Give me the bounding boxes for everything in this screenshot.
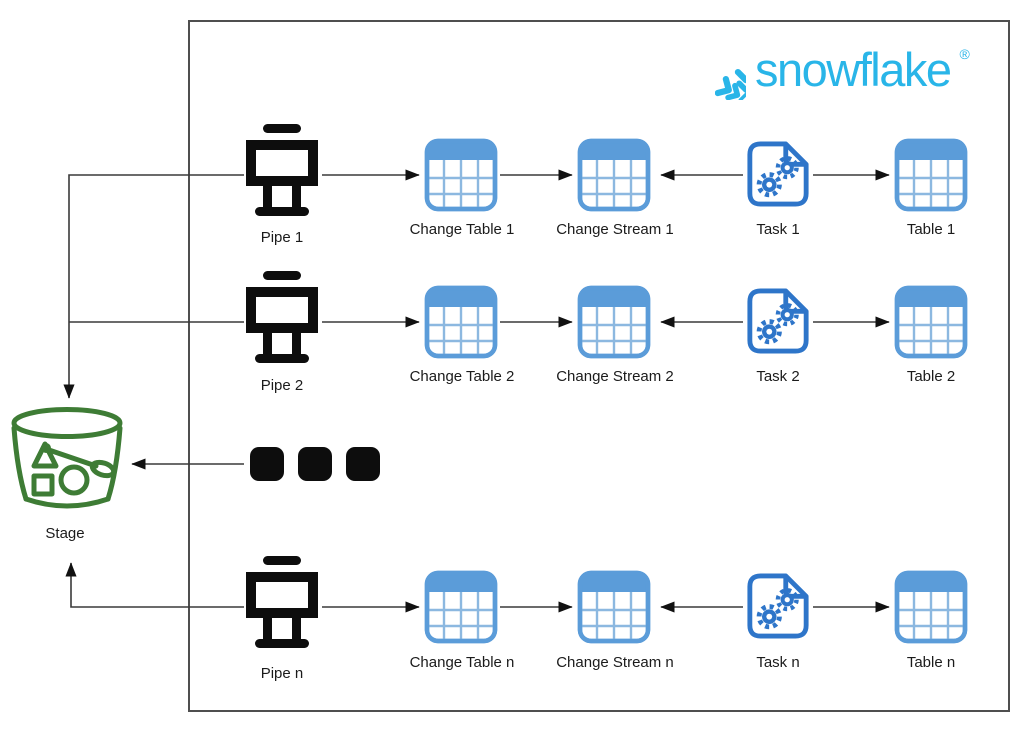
ellipsis-dot — [298, 447, 332, 481]
pipe-label: Pipe n — [260, 665, 304, 682]
change-stream-label: Change Stream n — [556, 654, 674, 671]
change-stream-icon — [577, 138, 651, 212]
pipe-label: Pipe 1 — [260, 229, 304, 246]
task-label: Task 1 — [756, 221, 800, 238]
pipe-label: Pipe 2 — [260, 377, 304, 394]
change-table-icon — [424, 138, 498, 212]
table-label: Table n — [906, 654, 956, 671]
table-icon — [894, 570, 968, 644]
pipe-icon — [242, 271, 322, 363]
change-stream-label: Change Stream 2 — [556, 368, 674, 385]
snowflake-logo: snowflake ® — [684, 38, 970, 100]
registered-trademark-mark: ® — [959, 46, 970, 62]
task-icon — [745, 286, 811, 356]
table-icon — [894, 138, 968, 212]
stage-label: Stage — [45, 525, 85, 542]
brand-name: snowflake — [755, 42, 952, 96]
ellipsis-dot — [346, 447, 380, 481]
stage-bucket-icon — [6, 402, 128, 522]
change-stream-label: Change Stream 1 — [556, 221, 674, 238]
change-table-label: Change Table 2 — [409, 368, 515, 385]
change-table-icon — [424, 285, 498, 359]
table-label: Table 1 — [906, 221, 956, 238]
change-stream-icon — [577, 570, 651, 644]
table-icon — [894, 285, 968, 359]
ellipsis-dot — [250, 447, 284, 481]
table-label: Table 2 — [906, 368, 956, 385]
task-icon — [745, 139, 811, 209]
snowflake-logo-icon — [684, 38, 746, 100]
change-stream-icon — [577, 285, 651, 359]
task-icon — [745, 571, 811, 641]
change-table-icon — [424, 570, 498, 644]
task-label: Task 2 — [756, 368, 800, 385]
pipe-icon — [242, 124, 322, 216]
change-table-label: Change Table 1 — [409, 221, 515, 238]
pipe-icon — [242, 556, 322, 648]
task-label: Task n — [756, 654, 800, 671]
change-table-label: Change Table n — [409, 654, 515, 671]
